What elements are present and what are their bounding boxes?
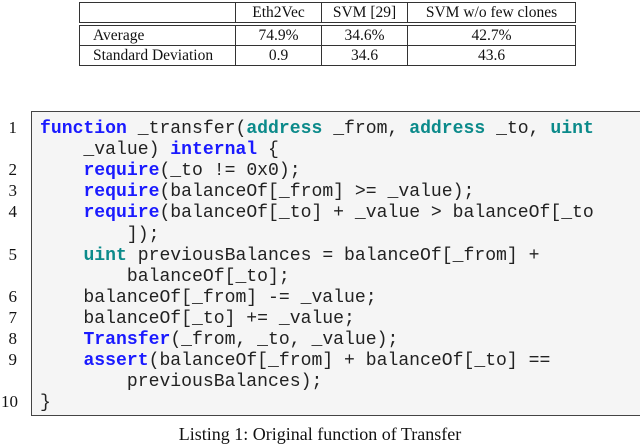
code-text: } <box>40 393 51 414</box>
code-line: balanceOf[_to]; <box>40 267 290 288</box>
code-line: require(balanceOf[_from] >= _value); <box>40 182 474 203</box>
type-token: uint <box>550 119 594 139</box>
code-text: balanceOf[_to] += _value; <box>40 308 355 329</box>
row-label: Standard Deviation <box>79 45 236 66</box>
code-text <box>40 182 83 202</box>
table-cell: 74.9% <box>235 25 322 46</box>
results-table: Eth2Vec SVM [29] SVM w/o few clones Aver… <box>79 2 576 66</box>
table-cell: 34.6% <box>321 25 408 46</box>
code-text: previousBalances = balanceOf[_from] + <box>126 245 540 266</box>
code-line: assert(balanceOf[_from] + balanceOf[_to]… <box>40 351 550 372</box>
code-text <box>40 246 83 266</box>
code-text: _to, <box>485 119 551 139</box>
code-line: Transfer(_from, _to, _value); <box>40 330 398 351</box>
code-line: balanceOf[_to] += _value; <box>40 308 355 330</box>
header-cell-eth2vec: Eth2Vec <box>235 2 322 23</box>
line-number: 2 <box>8 160 18 180</box>
line-number: 5 <box>8 244 18 264</box>
listing-caption: Listing 1: Original function of Transfer <box>178 424 462 444</box>
line-number: 10 <box>1 392 18 412</box>
code-text: (balanceOf[_from] >= _value); <box>159 182 475 203</box>
line-number: 8 <box>8 329 18 348</box>
code-line: } <box>40 393 51 414</box>
code-text: ]); <box>40 224 160 245</box>
code-text: _from, <box>322 119 410 139</box>
code-line: _value) internal { <box>40 140 279 161</box>
code-text: (_to != 0x0); <box>159 161 301 182</box>
code-text <box>40 330 83 350</box>
keyword-token: require <box>83 161 160 182</box>
code-line: ]); <box>40 224 160 246</box>
code-text: _value) <box>40 140 171 161</box>
code-text: (balanceOf[_from] + balanceOf[_to] == <box>148 351 551 372</box>
type-token: uint <box>83 245 127 266</box>
keyword-token: require <box>83 182 160 203</box>
code-line: balanceOf[_from] -= _value; <box>40 287 377 309</box>
code-text: (balanceOf[_to] + _value > balanceOf[_to <box>159 203 594 224</box>
code-line: uint previousBalances = balanceOf[_from]… <box>40 246 539 267</box>
type-token: address <box>409 119 486 139</box>
keyword-token: internal <box>170 140 258 161</box>
line-number: 7 <box>8 307 18 327</box>
line-number: 6 <box>8 286 18 306</box>
line-number: 1 <box>8 118 18 137</box>
code-text <box>40 351 83 371</box>
line-number: 3 <box>8 181 18 201</box>
line-number: 9 <box>8 350 18 370</box>
code-line: require(balanceOf[_to] + _value > balanc… <box>40 203 594 224</box>
header-cell-svm: SVM [29] <box>321 2 408 23</box>
table-header-row: Eth2Vec SVM [29] SVM w/o few clones <box>79 2 576 23</box>
code-line: previousBalances); <box>40 372 322 393</box>
type-token: address <box>246 119 323 139</box>
code-text: balanceOf[_to]; <box>40 266 290 287</box>
table-cell: 43.6 <box>407 45 576 66</box>
code-text: previousBalances); <box>40 372 323 393</box>
code-line: require(_to != 0x0); <box>40 161 301 182</box>
code-text <box>40 161 83 181</box>
code-text: balanceOf[_from] -= _value; <box>40 287 377 308</box>
code-listing: function _transfer(address _from, addres… <box>31 111 640 416</box>
table-row-average: Average 74.9% 34.6% 42.7% <box>79 25 576 46</box>
table-cell: 0.9 <box>235 45 322 66</box>
row-label: Average <box>79 25 236 46</box>
keyword-token: Transfer <box>83 330 171 350</box>
keyword-token: require <box>83 203 160 224</box>
header-cell-empty <box>79 2 236 23</box>
keyword-token: assert <box>83 351 149 372</box>
code-line: function _transfer(address _from, addres… <box>40 119 594 140</box>
keyword-token: function <box>40 119 127 139</box>
header-cell-svm-wo-clones: SVM w/o few clones <box>407 2 576 23</box>
table-row-std-dev: Standard Deviation 0.9 34.6 43.6 <box>79 45 576 66</box>
line-number: 4 <box>8 202 18 222</box>
code-text: { <box>257 140 279 161</box>
code-text <box>40 203 83 223</box>
table-cell: 42.7% <box>407 25 576 46</box>
code-text: (_from, _to, _value); <box>170 330 399 350</box>
table-cell: 34.6 <box>321 45 408 66</box>
code-text: _transfer( <box>126 119 247 139</box>
